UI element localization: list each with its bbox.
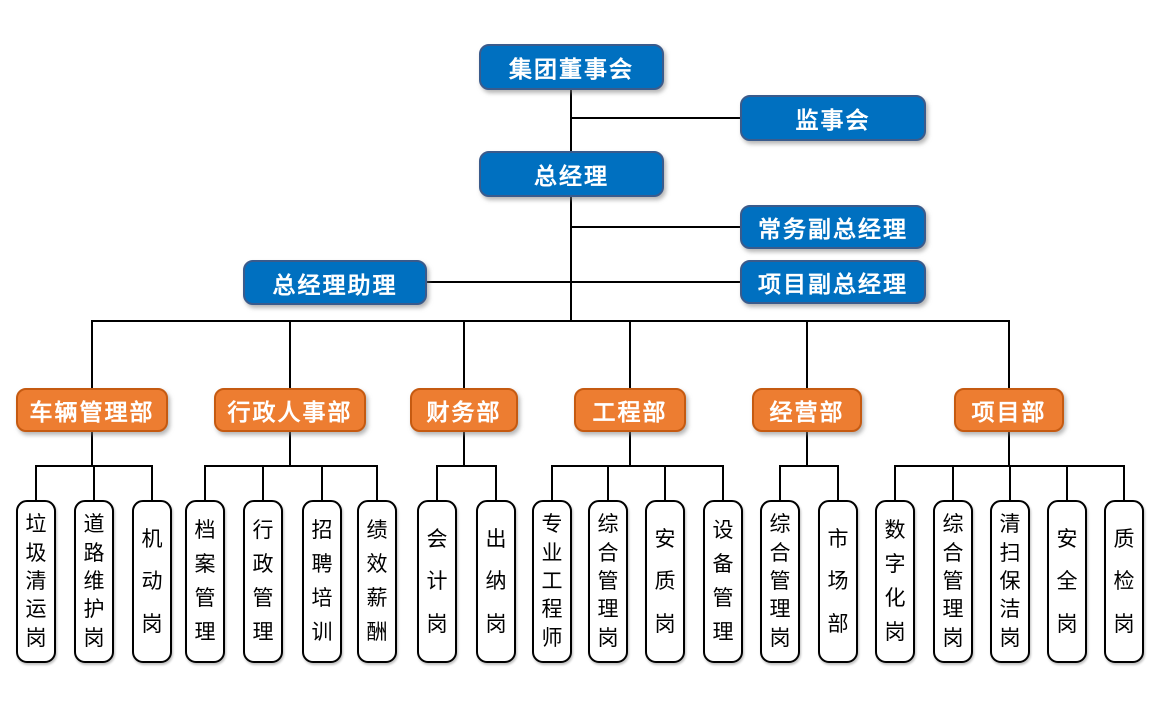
connector-line [952, 465, 954, 500]
position-box: 道路维护岗 [74, 500, 114, 663]
position-box: 行政管理 [243, 500, 283, 663]
node-gm-assistant: 总经理助理 [243, 260, 427, 305]
connector-line [551, 465, 724, 467]
department-box: 行政人事部 [214, 388, 366, 432]
position-box: 综合管理岗 [933, 500, 973, 663]
connector-line [93, 465, 95, 500]
position-box: 出纳岗 [476, 500, 516, 663]
connector-line [495, 465, 497, 500]
connector-line [806, 432, 808, 466]
connector-line [894, 465, 896, 500]
connector-line [151, 465, 153, 500]
connector-line [1066, 465, 1068, 500]
connector-line [571, 281, 740, 283]
connector-line [629, 320, 631, 388]
position-box: 安质岗 [645, 500, 685, 663]
position-box: 综合管理岗 [760, 500, 800, 663]
connector-line [571, 117, 740, 119]
connector-line [427, 281, 571, 283]
connector-line [779, 465, 781, 500]
connector-line [91, 432, 93, 466]
connector-line [607, 465, 609, 500]
position-box: 专业工程师 [532, 500, 572, 663]
position-box: 数字化岗 [875, 500, 915, 663]
node-supervisory-board: 监事会 [740, 95, 926, 141]
position-box: 安全岗 [1047, 500, 1087, 663]
position-box: 设备管理 [703, 500, 743, 663]
connector-line [436, 465, 497, 467]
position-box: 垃圾清运岗 [16, 500, 56, 663]
connector-line [779, 465, 839, 467]
connector-line [204, 465, 378, 467]
position-box: 机动岗 [132, 500, 172, 663]
connector-line [321, 465, 323, 500]
connector-line [204, 465, 206, 500]
connector-line [91, 320, 1009, 322]
connector-line [289, 432, 291, 466]
position-box: 招聘培训 [302, 500, 342, 663]
position-box: 市场部 [818, 500, 858, 663]
connector-line [436, 465, 438, 500]
connector-line [551, 465, 553, 500]
node-board: 集团董事会 [479, 44, 664, 90]
department-box: 车辆管理部 [16, 388, 168, 432]
node-general-manager: 总经理 [479, 151, 664, 197]
connector-line [463, 320, 465, 388]
connector-line [806, 320, 808, 388]
connector-line [664, 465, 666, 500]
connector-line [1123, 465, 1125, 500]
connector-line [629, 432, 631, 466]
connector-line [463, 432, 465, 466]
node-executive-deputy-gm: 常务副总经理 [740, 205, 926, 249]
connector-line [1009, 465, 1011, 500]
connector-line [289, 320, 291, 388]
connector-line [1008, 320, 1010, 388]
connector-line [570, 90, 572, 152]
position-box: 档案管理 [185, 500, 225, 663]
position-box: 会计岗 [417, 500, 457, 663]
connector-line [35, 465, 37, 500]
department-box: 财务部 [410, 388, 518, 432]
connector-line [837, 465, 839, 500]
connector-line [722, 465, 724, 500]
connector-line [571, 226, 740, 228]
position-box: 绩效薪酬 [357, 500, 397, 663]
position-box: 综合管理岗 [588, 500, 628, 663]
node-project-deputy-gm: 项目副总经理 [740, 260, 926, 304]
position-box: 清扫保洁岗 [990, 500, 1030, 663]
department-box: 经营部 [752, 388, 862, 432]
position-box: 质检岗 [1104, 500, 1144, 663]
connector-line [570, 197, 572, 322]
connector-line [262, 465, 264, 500]
department-box: 项目部 [954, 388, 1064, 432]
connector-line [91, 320, 93, 388]
connector-line [376, 465, 378, 500]
department-box: 工程部 [574, 388, 686, 432]
connector-line [1008, 432, 1010, 466]
